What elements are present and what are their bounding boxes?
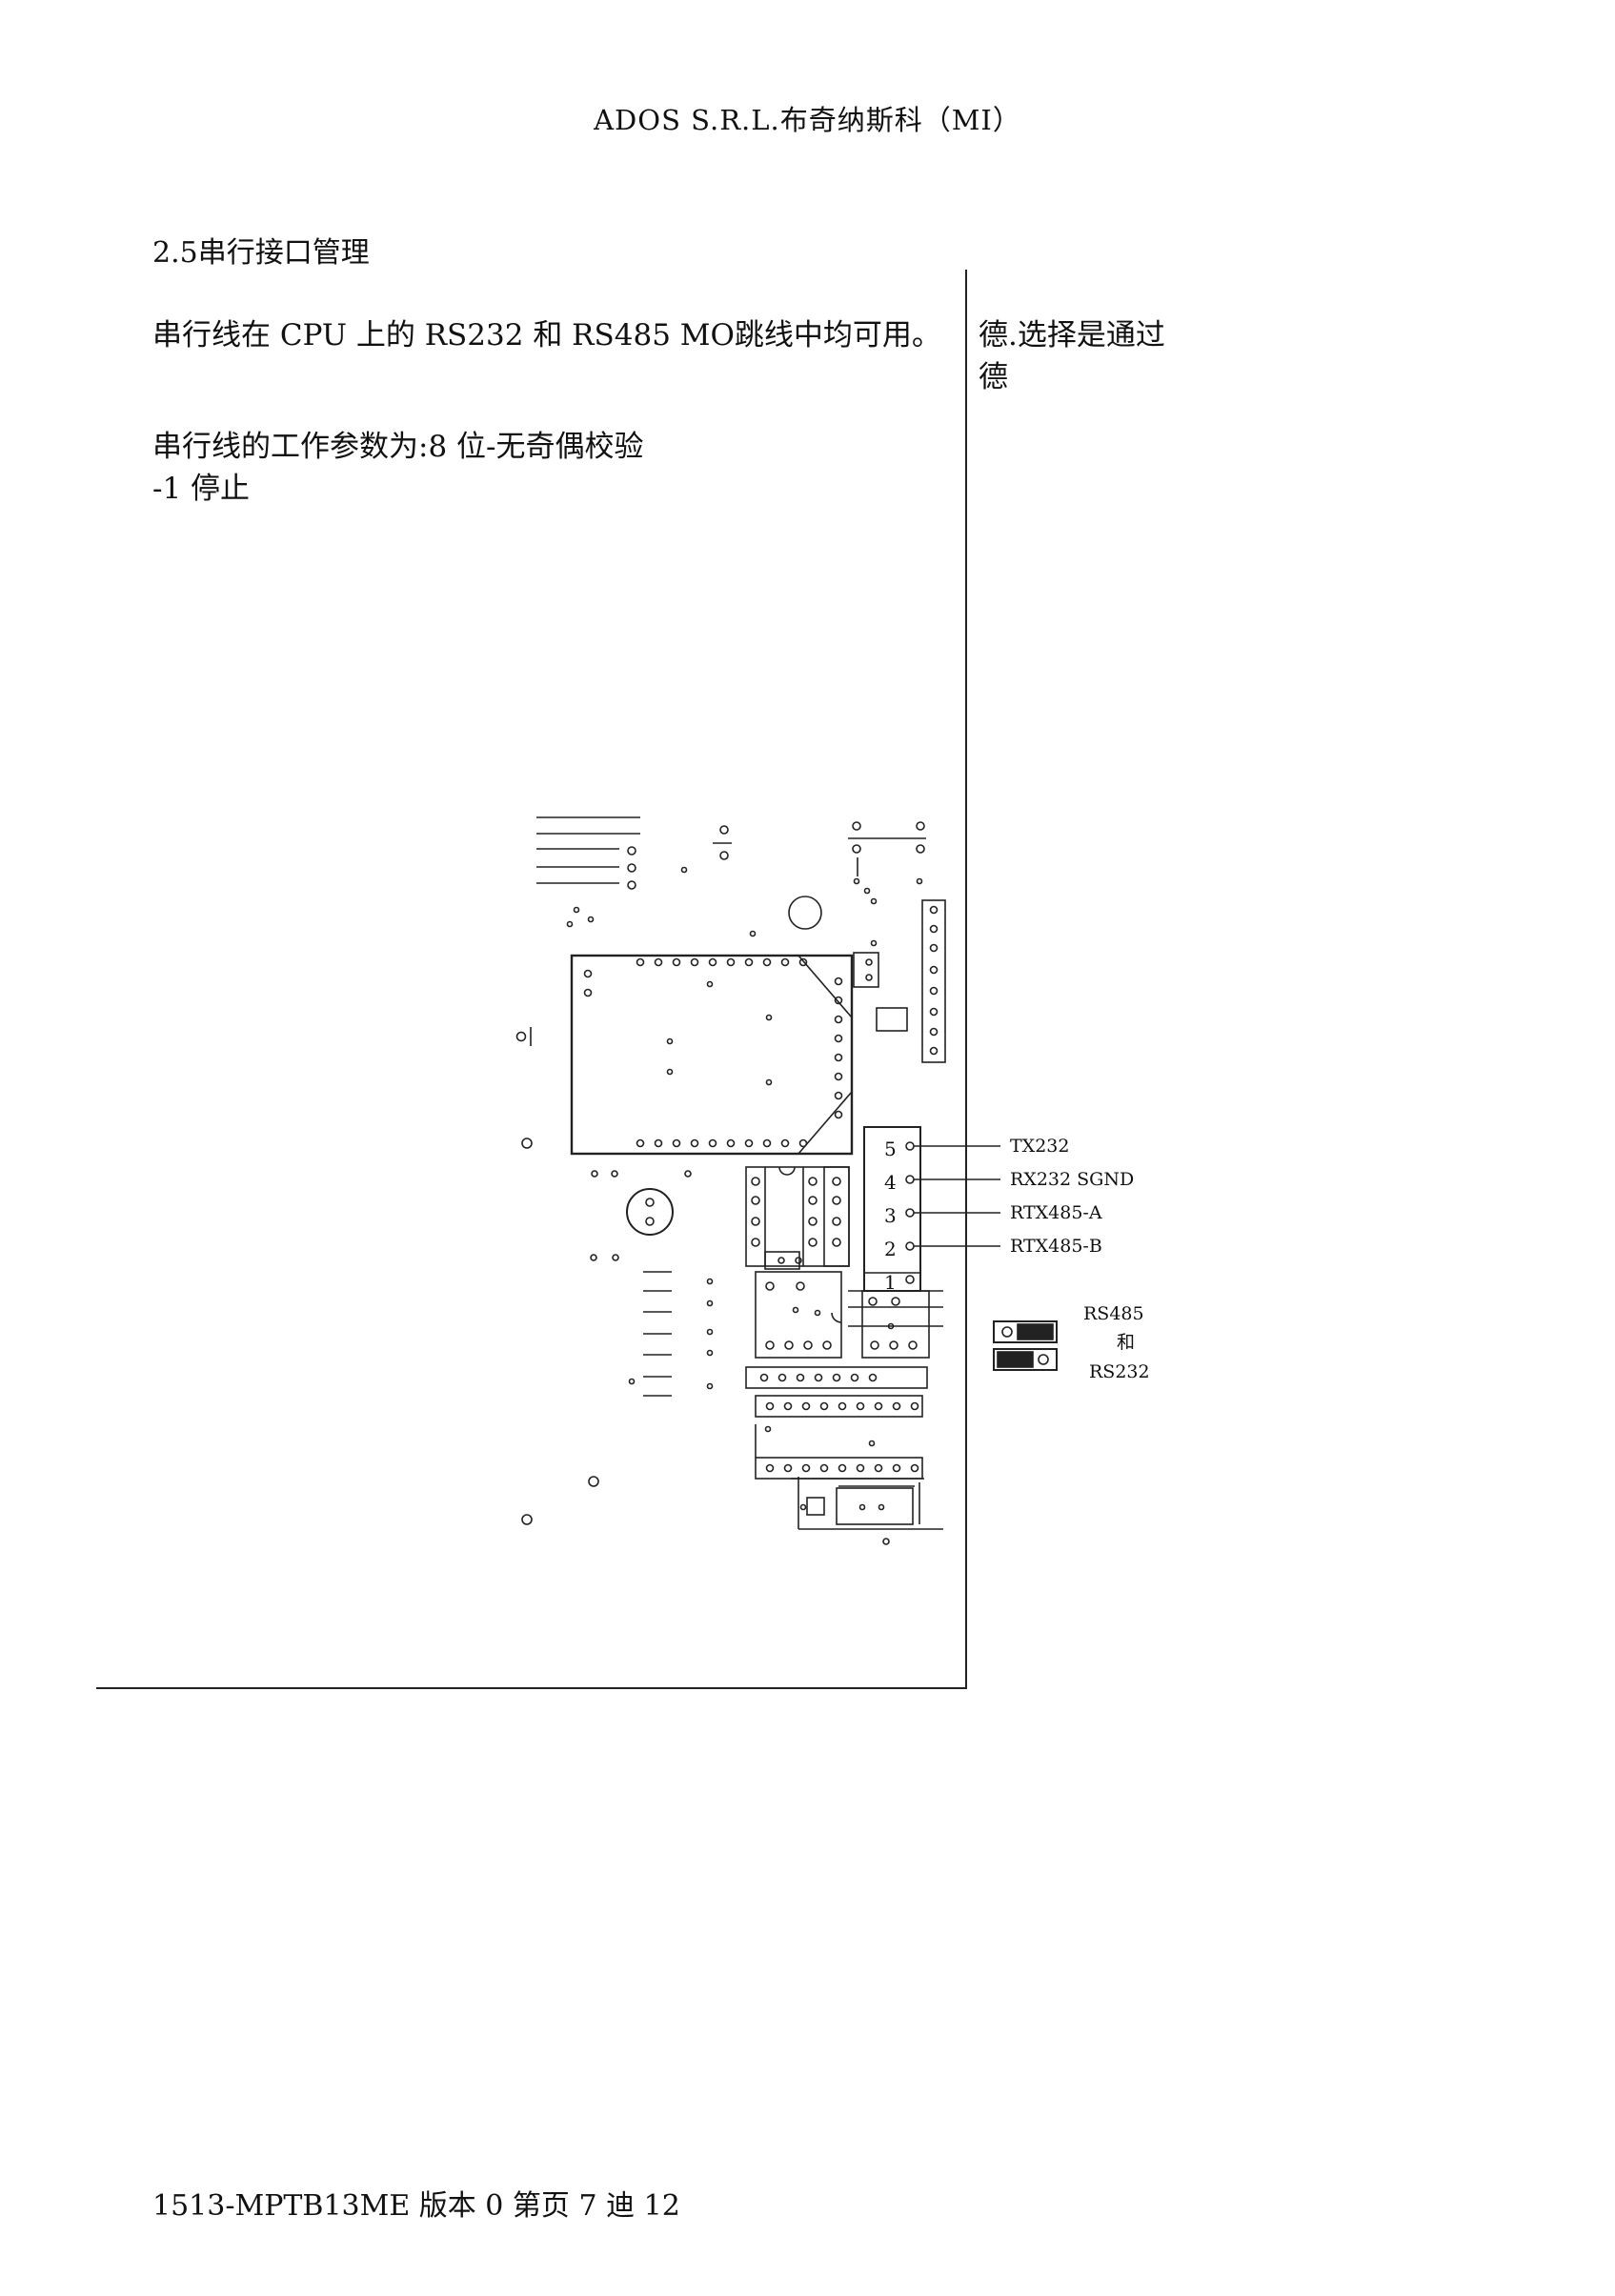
terminal-pad [777,1373,787,1382]
terminal-pad [832,1373,841,1382]
module-pad [834,1053,843,1062]
para2-line-2: -1 停止 [152,472,251,506]
terminal-pad [759,1373,769,1382]
connector-pin-number: 4 [884,1171,897,1194]
connector-signal-label: RX232 SGND [1010,1169,1134,1190]
module-pad [780,1138,790,1148]
column-divider-vertical [965,270,967,1689]
terminal-pad [874,1401,883,1411]
terminal-pad [838,1463,847,1473]
connector-signal-label: TX232 [1010,1136,1069,1157]
lower-block [755,1271,943,1359]
vertical-connector [921,899,946,1063]
module-pad [834,977,843,986]
module-pad [690,957,699,967]
page-footer: 1513-MPTB13ME 版本 0 第页 7 迪 12 [152,2189,680,2223]
module-pad [672,1138,681,1148]
module-pad [726,1138,736,1148]
para2-line-1: 串行线的工作参数为:8 位-无奇偶校验 [152,430,644,464]
module-pad [834,1034,843,1043]
terminal-pad [819,1401,829,1411]
module-pad [798,957,808,967]
top-right-pads [848,821,926,905]
connector-pin-hole [905,1175,915,1184]
connector-pin-number: 5 [884,1138,897,1160]
left-short-traces [628,1271,714,1397]
serial-connector: 5 TX232 4 RX232 SGND 3 RTX485-A 2 RTX485-B 1 [863,1126,1134,1294]
terminal-pad [783,1401,793,1411]
connector-pin-hole [905,1208,915,1218]
terminal-pad [819,1463,829,1473]
module-pad [744,1138,754,1148]
module-pad [654,957,663,967]
connector-signal-label: RTX485-B [1010,1236,1102,1257]
module-pad [780,957,790,967]
left-edge-holes [515,1027,692,1525]
terminal-pad [801,1463,811,1473]
module-pad [726,957,736,967]
connector-pin-hole [905,1141,915,1151]
terminal-pad [868,1373,878,1382]
module-pad [762,1138,772,1148]
connector-signal-label: RTX485-A [1010,1202,1102,1223]
cpu-module [570,954,854,1156]
terminal-pad [765,1463,775,1473]
body-paragraph-1: 串行线在 CPU 上的 RS232 和 RS485 MO跳线中均可用。 [152,318,941,352]
terminal-pad [856,1401,865,1411]
section-heading: 2.5串行接口管理 [152,236,370,270]
page-header-title: ADOS S.R.L.布奇纳斯科（MI） [594,104,1021,136]
jumper-label-rs232: RS232 [1089,1361,1150,1382]
connector-pin-number: 3 [884,1204,897,1227]
terminal-pad [910,1463,919,1473]
terminal-pad [874,1463,883,1473]
side-note: 德.选择是通过 德 [979,314,1165,398]
ic-sockets [745,1166,850,1270]
module-pad [834,996,843,1005]
terminal-strips [745,1366,928,1480]
connector-pin-number: 1 [884,1271,897,1294]
module-pad [636,957,645,967]
terminal-pad [892,1463,901,1473]
side-note-line-2: 德 [979,360,1008,394]
terminal-pad [783,1463,793,1473]
connector-pin-hole [905,1241,915,1251]
module-pad [636,1138,645,1148]
terminal-pad [850,1373,859,1382]
terminal-pad [910,1401,919,1411]
module-pad [654,1138,663,1148]
terminal-pad [796,1373,805,1382]
jumper-labels: RS485 和 RS232 [1083,1303,1150,1382]
module-pad [672,957,681,967]
terminal-pad [856,1463,865,1473]
connector-pin-hole [905,1275,915,1284]
misc-holes [566,896,878,947]
module-pad [762,957,772,967]
bottom-component [797,1477,943,1545]
module-pad [834,1110,843,1119]
jumpers [993,1320,1058,1371]
column-divider-horizontal [96,1687,967,1689]
jumper-label-and: 和 [1117,1332,1135,1353]
small-components [853,952,908,1032]
module-pad [708,957,717,967]
module-pad [744,957,754,967]
connector-pin-number: 2 [884,1238,897,1260]
module-pad [834,1091,843,1100]
module-pad [834,1015,843,1024]
terminal-pad [765,1401,775,1411]
terminal-pad [801,1401,811,1411]
side-note-line-1: 德.选择是通过 [979,318,1165,352]
body-paragraph-2: 串行线的工作参数为:8 位-无奇偶校验 -1 停止 [152,426,644,510]
top-left-traces [536,816,732,890]
terminal-pad [814,1373,823,1382]
jumper-label-rs485: RS485 [1083,1303,1144,1324]
terminal-pad [892,1401,901,1411]
module-pad [834,1072,843,1081]
module-pad [690,1138,699,1148]
terminal-pad [838,1401,847,1411]
module-pad [798,1138,808,1148]
module-pad [708,1138,717,1148]
